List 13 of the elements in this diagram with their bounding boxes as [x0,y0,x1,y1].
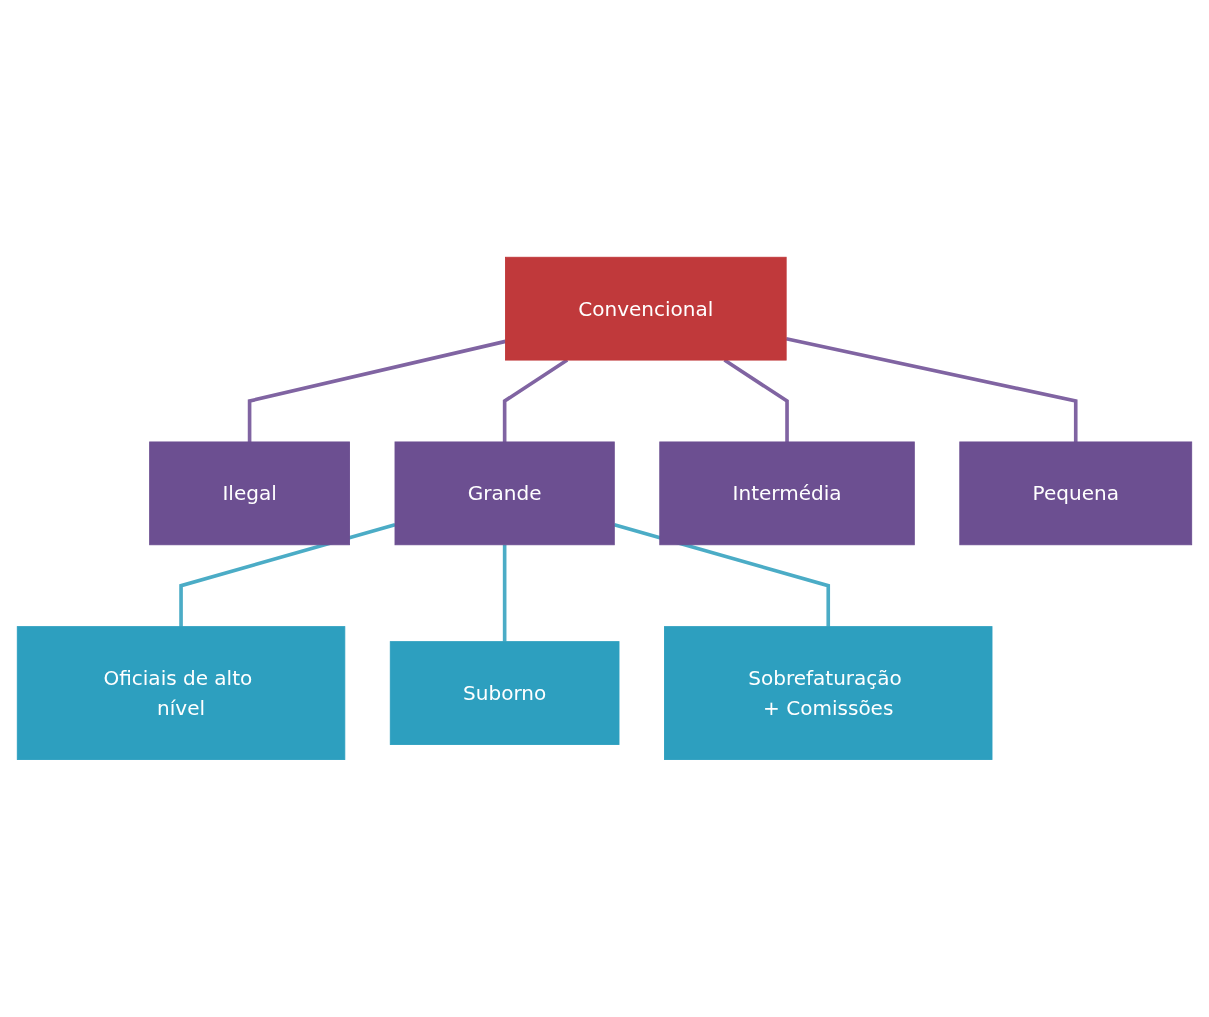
connector [247,339,506,443]
node-box [659,441,915,546]
connector [785,337,1078,443]
node-box [394,441,615,546]
node-box [959,441,1193,546]
node-box [505,256,787,361]
node-box [664,626,993,761]
connector [502,544,507,642]
connector [613,523,831,627]
node-box [149,441,350,546]
connector [179,523,396,627]
node-box [16,626,346,761]
node-box [389,641,620,746]
